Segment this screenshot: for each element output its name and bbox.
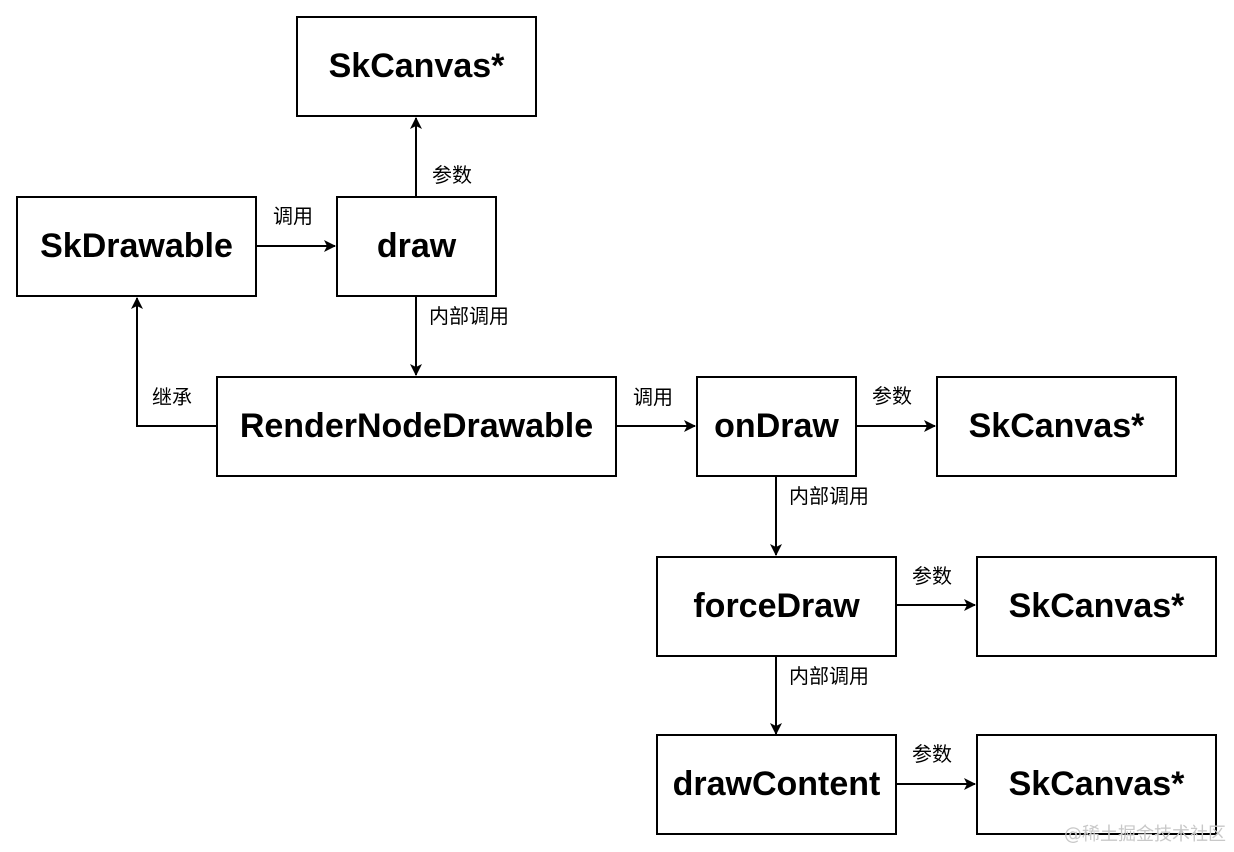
node-label: draw [376,227,457,265]
node-skdrawable: SkDrawable [16,196,257,297]
edge-label-forcedraw-to-skcanvas: 参数 [912,564,952,588]
node-ondraw: onDraw [696,376,857,477]
edge-label-rendernode-to-ondraw: 调用 [633,385,673,409]
node-label: SkDrawable [40,227,233,265]
node-label: forceDraw [693,587,860,625]
node-draw: draw [336,196,497,297]
node-label: SkCanvas* [968,407,1145,445]
node-label: onDraw [714,407,839,445]
edge-label-rendernode-to-skdrawable: 继承 [152,385,192,409]
node-label: RenderNodeDrawable [239,407,594,445]
node-skcanvas-ondraw: SkCanvas* [936,376,1177,477]
node-label: SkCanvas* [328,47,505,85]
node-skcanvas-top: SkCanvas* [296,16,537,117]
edge-label-ondraw-to-forcedraw: 内部调用 [789,484,869,508]
edge-label-draw-to-skcanvas: 参数 [432,163,472,187]
watermark: @稀土掘金技术社区 [1064,824,1226,845]
node-skcanvas-forcedraw: SkCanvas* [976,556,1217,657]
edge-label-ondraw-to-skcanvas: 参数 [872,384,912,408]
node-forcedraw: forceDraw [656,556,897,657]
node-skcanvas-drawcontent: SkCanvas* [976,734,1217,835]
node-rendernodedrawable: RenderNodeDrawable [216,376,617,477]
node-label: SkCanvas* [1008,765,1185,803]
node-label: drawContent [672,765,881,803]
node-drawcontent: drawContent [656,734,897,835]
node-label: SkCanvas* [1008,587,1185,625]
edge-label-skdrawable-to-draw: 调用 [273,204,313,228]
edge-label-forcedraw-to-drawcontent: 内部调用 [789,664,869,688]
edge-label-drawcontent-to-skcanvas: 参数 [912,742,952,766]
arrow-rendernodedrawable-to-skdrawable [131,297,217,427]
edge-label-draw-to-rendernode: 内部调用 [429,304,509,328]
